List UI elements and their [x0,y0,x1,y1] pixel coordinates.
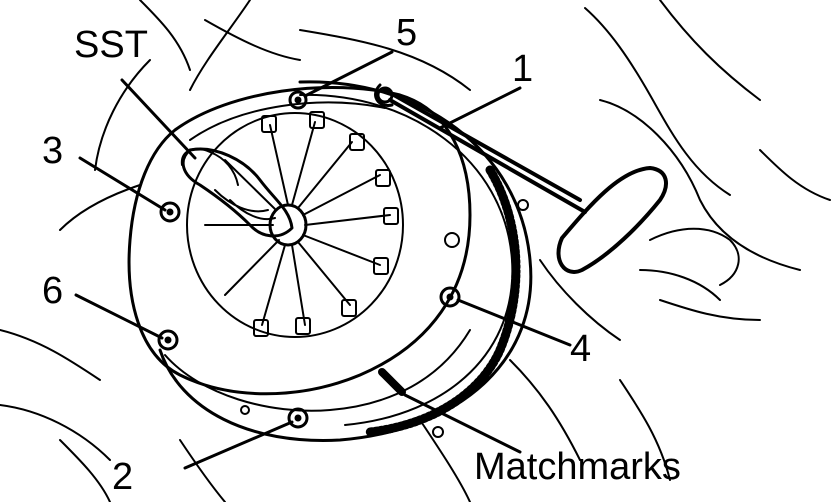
bolt-2 [287,407,309,429]
callout-2: 2 [112,456,134,498]
callout-4: 4 [570,328,592,370]
leader-line-sst [120,78,197,160]
cover-bolts [157,86,529,438]
flywheel-hole [432,426,444,438]
clutch-cover [127,86,472,412]
torque-wrench-beam [383,88,587,214]
bolt-4 [439,286,461,308]
leader-line-matchmarks [403,393,522,454]
callout-6: 6 [42,270,64,312]
diaphragm-spring-hub [268,203,308,247]
leader-lines [74,50,572,470]
callout-1: 1 [512,48,534,90]
diaphragm-spring-fingers [204,121,391,326]
bolt-5 [288,90,308,110]
diaphragm-spring-slots [253,111,399,337]
flywheel-ring-gear-teeth [365,165,521,437]
callout-matchmarks: Matchmarks [474,446,681,488]
dowel-pin [444,232,460,248]
callout-3: 3 [42,130,64,172]
leader-line-5 [303,50,394,98]
flywheel-hole [517,199,529,211]
matchmark [378,368,406,396]
flywheel-inner-edge [299,93,514,426]
callout-sst: SST [74,24,148,66]
leader-line-3 [78,156,167,212]
clutch-cover-flange [164,329,471,412]
leader-line-1 [438,86,522,130]
torque-wrench [374,83,761,321]
leader-line-6 [74,293,164,340]
torque-wrench-head [374,83,394,107]
callout-5: 5 [396,12,418,54]
leader-line-4 [456,298,572,347]
diaphragm-spring [186,111,404,338]
hand-gripping-handle-icon [639,227,761,321]
torque-wrench-handle [556,166,668,274]
hand-fingers-icon [180,147,276,220]
sst-tool [180,147,294,238]
bolt-3 [159,201,181,223]
leader-line-2 [183,420,294,470]
diaphragm-spring-outer [186,112,404,338]
bolt-6 [157,329,179,351]
clutch-cover-step [189,101,386,141]
flywheel-hole [240,405,250,415]
sst-tool-body [181,147,294,238]
